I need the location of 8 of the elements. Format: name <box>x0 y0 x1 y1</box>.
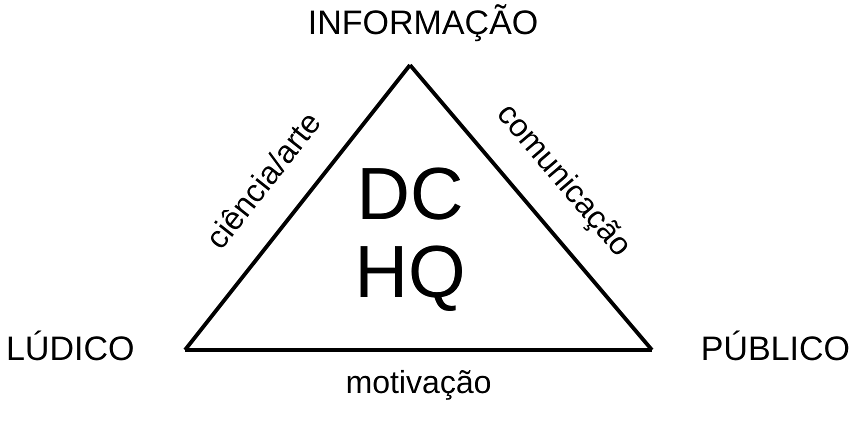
center-label: DC HQ <box>354 155 466 310</box>
corner-label: INFORMAÇÃO <box>308 6 538 40</box>
connector-line <box>185 348 652 352</box>
edge-label: motivação <box>346 366 492 398</box>
corner-label: LÚDICO <box>6 332 134 366</box>
connector-line <box>408 64 654 352</box>
connector-line <box>183 64 412 352</box>
corner-label: PÚBLICO <box>700 332 850 366</box>
